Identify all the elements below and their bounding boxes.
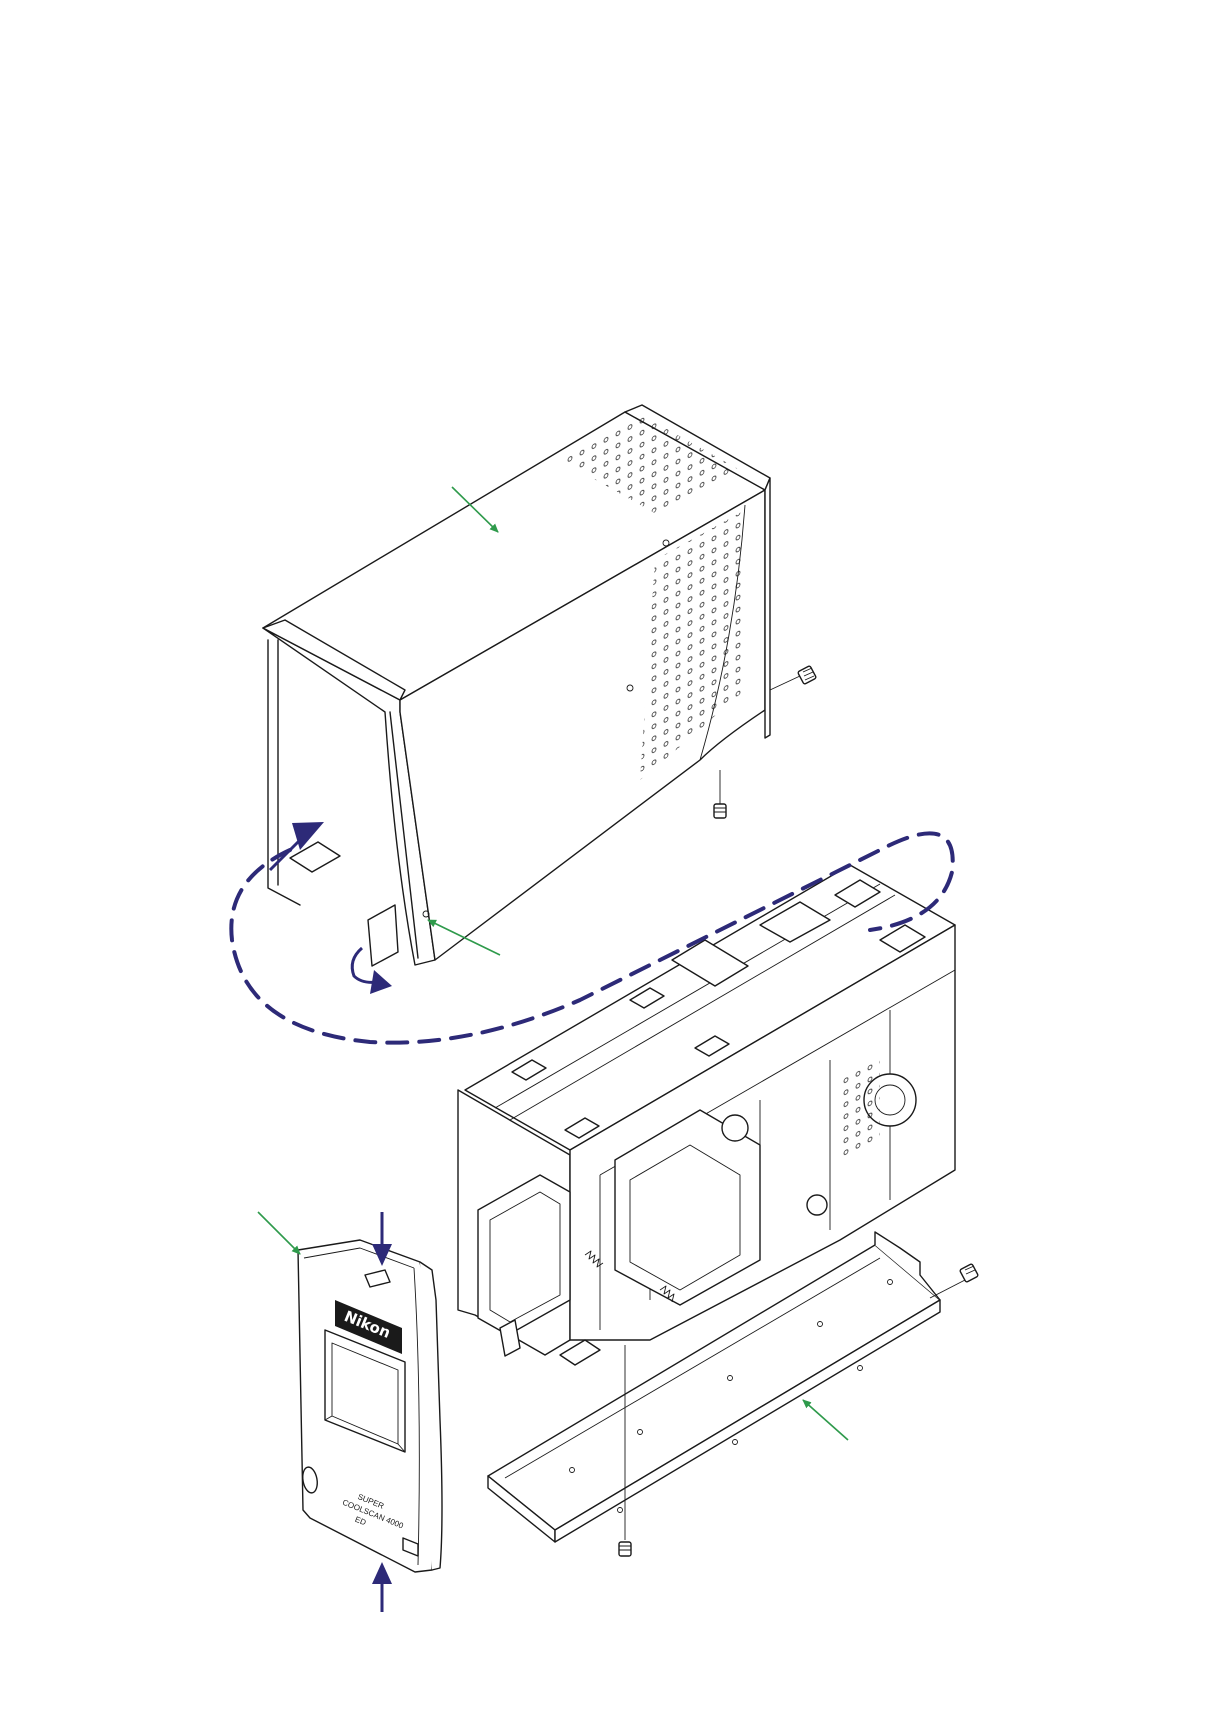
leader-bottom-plate (803, 1400, 848, 1440)
front-bezel: Nikon SUPER COOLSCAN 4000 ED (298, 1240, 442, 1572)
press-up-arrow-icon (372, 1562, 392, 1612)
top-cover (263, 405, 770, 966)
screw-bottom-plate-right (930, 1264, 978, 1298)
screw-bottom (714, 770, 726, 818)
leader-front-bezel (258, 1212, 300, 1254)
screw-rear (770, 666, 816, 690)
